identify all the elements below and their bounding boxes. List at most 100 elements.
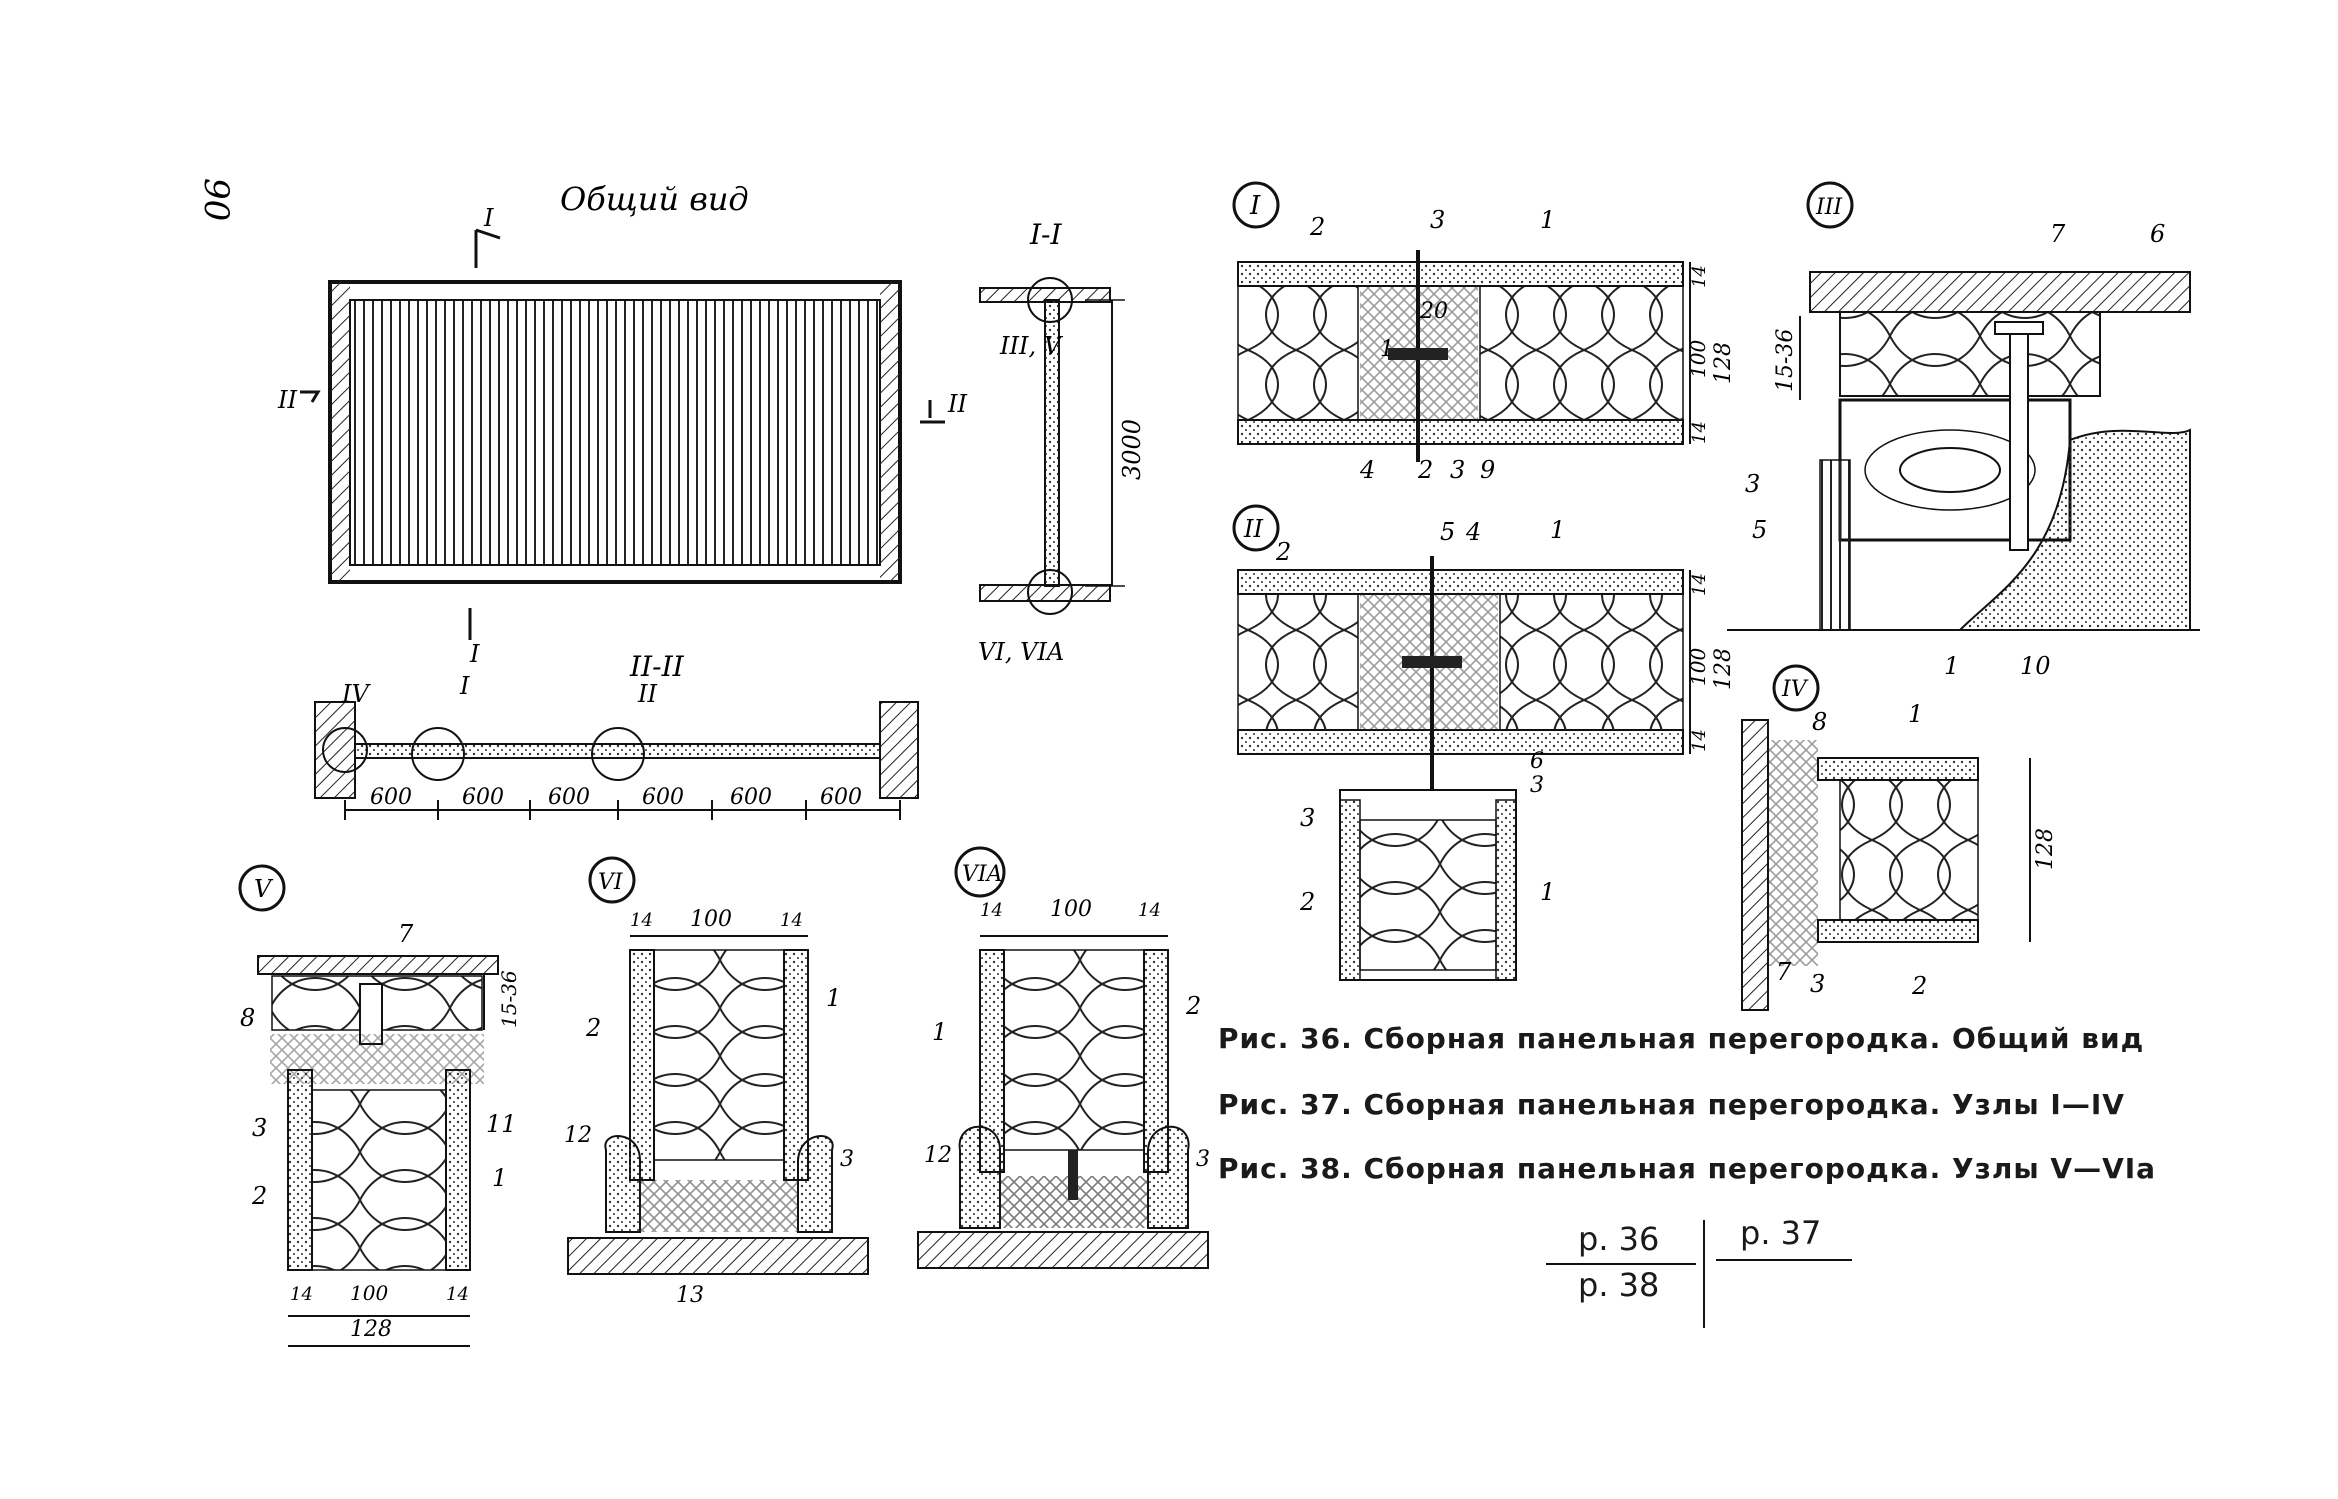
section-mark-I-bottom: I: [469, 640, 480, 668]
node-IV-badge-label: IV: [1781, 677, 1809, 702]
overview-title: Общий вид: [560, 180, 749, 218]
module-dim: 600: [820, 785, 862, 810]
node-V-label: 3: [252, 1114, 267, 1142]
section-II-node-IV: IV: [341, 680, 371, 708]
node-callout-bottom: [1027, 569, 1073, 615]
section-mark-II-right: II: [947, 390, 967, 418]
node-III-label: 5: [1752, 516, 1767, 544]
caption-fig-36: Рис. 36. Сборная панельная перегородка. …: [1218, 1022, 2145, 1055]
node-I-label: 1: [1380, 337, 1394, 362]
figure-ref-36: р. 36: [1578, 1220, 1660, 1258]
overview-drawing: Общий вид I I II II: [277, 180, 967, 668]
node-VIA-badge: [954, 846, 1006, 898]
node-III-drawing: III 7 6 3 5 1 10 15-36: [1727, 181, 2200, 680]
node-VIA-dim: 14: [980, 900, 1003, 921]
node-II-label: 3: [1300, 804, 1315, 832]
module-dimension-ticks: [344, 800, 901, 820]
node-II-dim: 128: [1711, 648, 1736, 690]
node-III-label: 10: [2020, 652, 2051, 680]
node-V-dim: 100: [350, 1281, 388, 1305]
node-VI-floor: [567, 1237, 869, 1275]
node-I-dim: 128: [1711, 342, 1736, 384]
node-II-label: 5: [1440, 518, 1455, 546]
node-I-dim: 14: [1689, 421, 1710, 444]
node-II-label: 2: [1299, 888, 1315, 916]
node-II-label: 4: [1465, 518, 1481, 546]
node-I-label: 9: [1480, 456, 1495, 484]
node-V-label: 2: [251, 1182, 267, 1210]
node-I-badge-label: I: [1249, 191, 1261, 221]
node-V-dim: 128: [350, 1317, 392, 1342]
node-III-badge-label: III: [1815, 195, 1843, 220]
node-IV-label: 1: [1908, 700, 1923, 728]
node-II-dim: 100: [1686, 648, 1710, 686]
node-callout-top: [1027, 277, 1073, 323]
node-VIA-label: 1: [932, 1018, 947, 1046]
node-IV-label: 3: [1810, 970, 1825, 998]
node-VIA-badge-label: VIA: [962, 862, 1002, 887]
section-I-height: 3000: [1118, 419, 1146, 480]
node-VIA-label: 3: [1196, 1147, 1210, 1172]
section-II-title: II-II: [629, 650, 685, 683]
section-I-node-bottom: VI, VIA: [978, 638, 1064, 666]
node-II-drawing: II 2 5 4 1 6 3 3 2 1 14 100 14 128: [1232, 504, 1736, 981]
node-IV-wall: [1741, 719, 1769, 1011]
section-II-node-II: II: [637, 680, 657, 708]
overview-section-cut-left: [300, 390, 321, 403]
node-II-label: 3: [1530, 773, 1544, 798]
node-IV-dim: 128: [2033, 828, 2058, 870]
section-mark-II-left: II: [277, 386, 297, 414]
node-VIA-label: 12: [924, 1143, 952, 1168]
node-III-dim: 15-36: [1773, 329, 1798, 392]
node-V-label: 7: [398, 920, 414, 948]
overview-left-wall: [330, 282, 350, 582]
node-IV-label: 2: [1911, 972, 1927, 1000]
node-II-label: 2: [1275, 538, 1291, 566]
module-dim: 600: [462, 785, 504, 810]
node-V-label: 11: [486, 1110, 517, 1138]
node-II-label: 1: [1550, 516, 1565, 544]
node-VI-label: 2: [585, 1014, 601, 1042]
figure-ref-37: р. 37: [1740, 1214, 1822, 1252]
node-I-dim: 14: [1689, 265, 1710, 288]
figure-ref-lines: [1546, 1220, 1852, 1328]
node-III-label: 6: [2150, 220, 2165, 248]
node-III-label: 7: [2050, 220, 2066, 248]
module-dim: 600: [370, 785, 412, 810]
caption-fig-38: Рис. 38. Сборная панельная перегородка. …: [1218, 1152, 2157, 1185]
node-I-drawing: I 2 3 1 20 1 4 2 3 9 14 100 14 128: [1232, 181, 1736, 484]
node-II-badge-label: II: [1243, 515, 1263, 543]
overview-section-cut-right: [920, 400, 945, 424]
node-IV-badge: [1772, 664, 1820, 712]
node-I-label: 20: [1419, 299, 1448, 324]
section-mark-I-top: I: [483, 204, 494, 232]
node-V-ceiling: [257, 955, 499, 975]
node-II-badge: [1232, 504, 1280, 552]
node-V-badge-label: V: [254, 875, 274, 903]
node-VI-badge: [588, 856, 636, 904]
node-I-label: 4: [1359, 456, 1375, 484]
node-VIA-drawing: VIA 1 2 12 3 14 100 14: [917, 846, 1210, 1269]
section-I-title: I-I: [1029, 218, 1063, 251]
module-dim: 600: [548, 785, 590, 810]
node-VI-label: 12: [564, 1123, 592, 1148]
module-dim: 600: [730, 785, 772, 810]
node-VI-label: 1: [826, 984, 841, 1012]
node-III-badge: [1806, 181, 1854, 229]
node-IV-label: 8: [1812, 708, 1827, 736]
caption-fig-37: Рис. 37. Сборная панельная перегородка. …: [1218, 1088, 2125, 1121]
node-VI-drawing: VI 2 1 12 3 13 14 100 14: [564, 856, 869, 1308]
section-II-node-I: I: [459, 672, 470, 700]
node-I-label: 3: [1430, 206, 1445, 234]
module-dim: 600: [642, 785, 684, 810]
node-V-dim: 14: [290, 1284, 313, 1305]
node-I-label: 2: [1417, 456, 1433, 484]
node-VIA-label: 2: [1185, 992, 1201, 1020]
overview-panel-ribs: [349, 299, 881, 566]
section-II-panel-strip: [354, 743, 881, 759]
node-II-dim: 14: [1689, 573, 1710, 596]
node-II-dim: 14: [1689, 729, 1710, 752]
node-VIA-dim: 100: [1050, 897, 1092, 922]
node-V-label: 8: [240, 1004, 255, 1032]
